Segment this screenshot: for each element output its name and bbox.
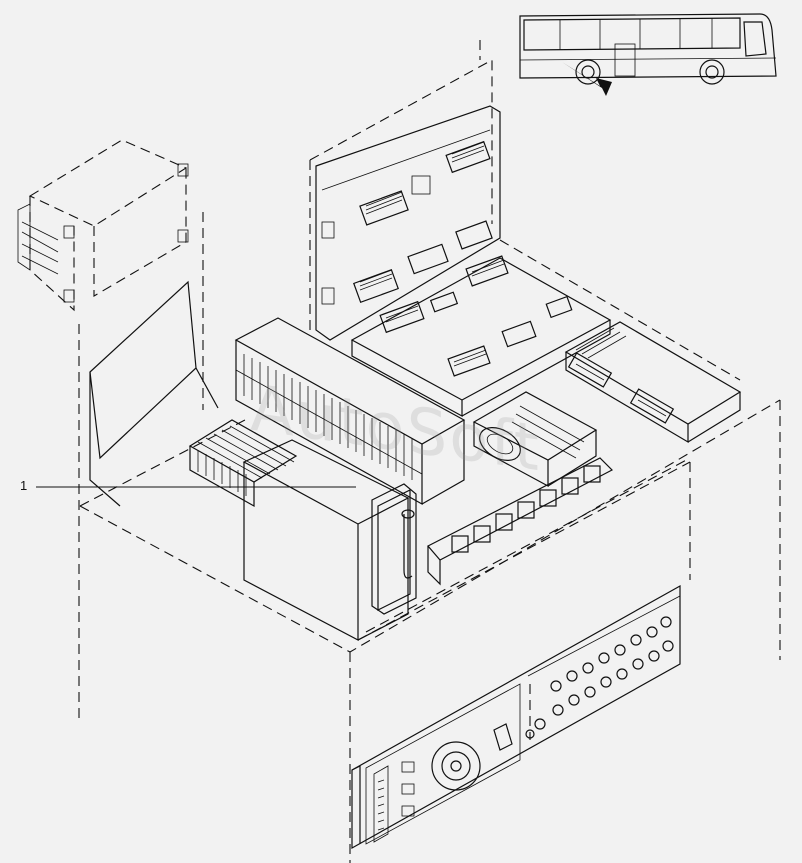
side-bracket: [89, 280, 219, 507]
bus-locator-icon: [519, 13, 777, 96]
central-circuit-board-upper: [309, 59, 501, 341]
finned-relay-box: [188, 419, 298, 508]
relay-row: [427, 457, 614, 586]
fuse-relay-block: [234, 317, 466, 506]
central-circuit-board-lower: [350, 239, 741, 418]
connector-cluster: [472, 391, 598, 488]
callout-number-1: 1: [20, 478, 28, 493]
relay-box-upper-left: [17, 139, 189, 312]
bottom-control-panel: [351, 584, 681, 850]
item-1-enclosure: [242, 439, 417, 641]
right-control-module: [564, 321, 742, 444]
mounting-frame: [79, 399, 781, 863]
